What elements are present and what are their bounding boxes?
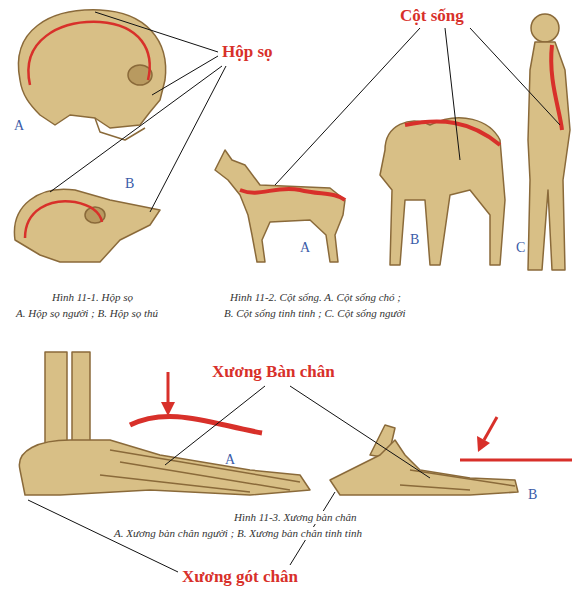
- figure-letter: B: [410, 232, 419, 248]
- part-label: Xương Bàn chân: [212, 362, 335, 382]
- part-label: Hộp sọ: [222, 42, 273, 62]
- figure-letter: A: [14, 118, 24, 134]
- figure-letter: A: [225, 452, 235, 468]
- figure-letter: A: [300, 240, 310, 256]
- figure-letter: B: [528, 487, 537, 503]
- figure-caption: Hình 11-3. Xương bàn chân: [232, 511, 359, 524]
- figure-caption: A. Hộp sọ người ; B. Hộp sọ thú: [14, 307, 160, 320]
- figure-caption: Hình 11-1. Hộp sọ: [50, 291, 135, 304]
- part-label: Cột sống: [400, 6, 464, 26]
- figure-letter: C: [516, 240, 525, 256]
- figure-letter: B: [125, 176, 134, 192]
- figure-caption: B. Cột sống tinh tinh ; C. Cột sống ngườ…: [222, 307, 407, 320]
- figure-caption: A. Xương bàn chân người ; B. Xương bàn c…: [112, 527, 364, 540]
- part-label: Xương gót chân: [182, 567, 298, 587]
- figure-caption: Hình 11-2. Cột sống. A. Cột sống chó ;: [228, 291, 403, 304]
